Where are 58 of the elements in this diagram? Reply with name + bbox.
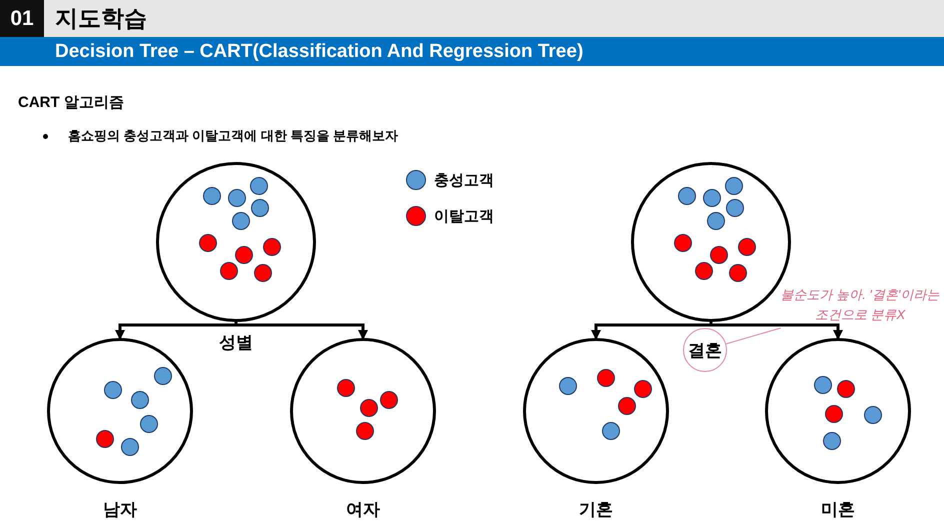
dot xyxy=(559,377,577,395)
dot xyxy=(618,397,636,415)
dot xyxy=(203,187,221,205)
dot xyxy=(597,369,615,387)
caption-label: 남자 xyxy=(102,499,138,521)
dot xyxy=(703,189,721,207)
dot xyxy=(674,234,692,252)
dot xyxy=(380,391,398,409)
dot xyxy=(356,422,374,440)
dot xyxy=(738,238,756,256)
dot xyxy=(726,199,744,217)
dot xyxy=(96,430,114,448)
dot xyxy=(199,234,217,252)
caption-label: 여자 xyxy=(345,499,381,521)
dot xyxy=(220,262,238,280)
dot xyxy=(837,380,855,398)
section-heading: CART 알고리즘 xyxy=(18,93,124,112)
dot xyxy=(154,367,172,385)
legend-label: 이탈고객 xyxy=(434,207,494,226)
dot xyxy=(707,212,725,230)
arrow xyxy=(234,322,368,340)
dot xyxy=(602,422,620,440)
dot xyxy=(729,264,747,282)
dot xyxy=(710,246,728,264)
caption-label: 미혼 xyxy=(820,499,856,521)
dot xyxy=(254,264,272,282)
arrow xyxy=(115,322,238,340)
dot xyxy=(104,381,122,399)
dot xyxy=(814,376,832,394)
dot xyxy=(232,212,250,230)
handwritten-note: 불순도가 높아. '결혼'이라는 조건으로 분류X xyxy=(776,282,944,328)
dot xyxy=(337,379,355,397)
slide-title: 지도학습 xyxy=(55,4,147,33)
bullet-text: 홈쇼핑의 충성고객과 이탈고객에 대한 특징을 분류해보자 xyxy=(68,127,398,145)
subtitle-band: Decision Tree – CART(Classification And Regression Tree) xyxy=(0,37,944,66)
dot xyxy=(864,406,882,424)
dot xyxy=(695,262,713,280)
dot xyxy=(360,399,378,417)
dot xyxy=(131,391,149,409)
legend-label: 충성고객 xyxy=(434,171,494,190)
arrow xyxy=(710,322,843,340)
dot xyxy=(228,189,246,207)
dot xyxy=(263,238,281,256)
section-number: 01 xyxy=(0,0,44,37)
dot xyxy=(823,432,841,450)
dot xyxy=(140,415,158,433)
caption-label: 기혼 xyxy=(578,499,614,521)
arrow xyxy=(591,322,712,340)
circled-label: 결혼 xyxy=(683,328,727,372)
dot xyxy=(825,405,843,423)
dot xyxy=(235,246,253,264)
dot xyxy=(250,177,268,195)
dot xyxy=(634,380,652,398)
leader-line xyxy=(726,328,782,344)
dot xyxy=(251,199,269,217)
dot xyxy=(678,187,696,205)
dot xyxy=(121,438,139,456)
dot xyxy=(725,177,743,195)
